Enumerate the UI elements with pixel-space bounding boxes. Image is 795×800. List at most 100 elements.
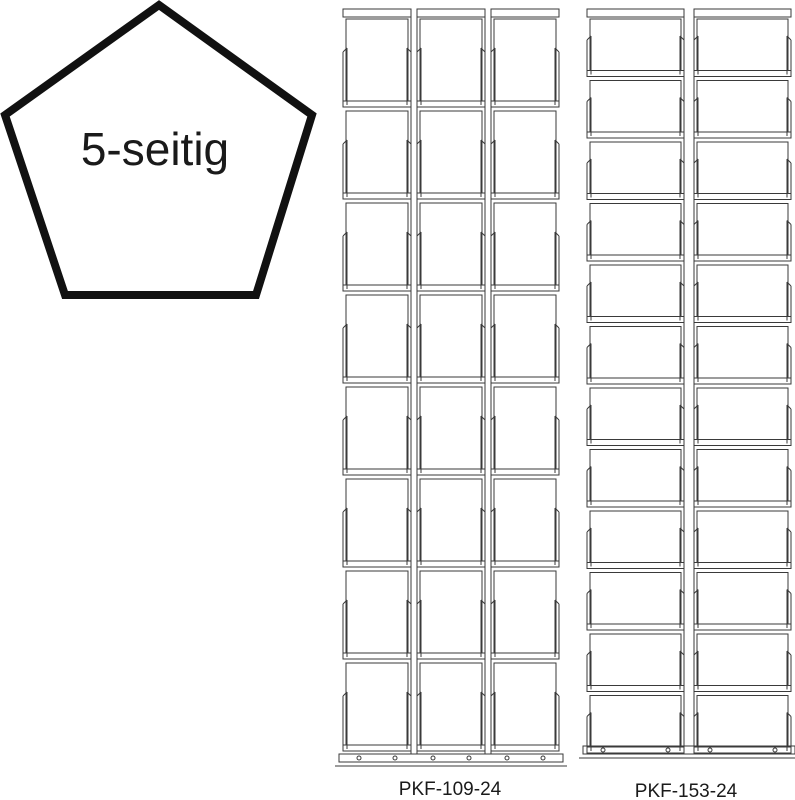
pocket-right-wall (480, 323, 486, 383)
pocket-back (589, 633, 682, 686)
pocket-front-lip (693, 193, 792, 200)
rack-pocket (490, 294, 560, 384)
rack-pocket (693, 141, 792, 200)
rack-base (582, 745, 795, 755)
rack-pocket (693, 633, 792, 692)
pocket-left-wall (342, 323, 348, 383)
pocket-right-wall (406, 507, 412, 567)
rack-pocket (586, 326, 685, 385)
rack-top-cap (490, 8, 560, 18)
pocket-right-wall (406, 691, 412, 751)
pocket-front-lip (490, 376, 560, 384)
pocket-back (589, 141, 682, 194)
pocket-front-lip (490, 468, 560, 476)
rack-pocket (416, 386, 486, 476)
rack-pocket (342, 478, 412, 568)
pocket-front-lip (586, 193, 685, 200)
rack-pocket (342, 202, 412, 292)
rack-pocket (490, 662, 560, 752)
rack-pocket (693, 572, 792, 631)
pocket-back (696, 141, 789, 194)
pocket-front-lip (342, 744, 412, 752)
pocket-back (493, 662, 557, 746)
pocket-left-wall (342, 139, 348, 199)
rack-pocket (416, 18, 486, 108)
pocket-right-wall (480, 691, 486, 751)
pocket-right-wall (554, 599, 560, 659)
rack-pocket (342, 18, 412, 108)
pocket-front-lip (693, 131, 792, 139)
pocket-back (493, 18, 557, 102)
pocket-front-lip (342, 192, 412, 200)
pocket-left-wall (416, 415, 422, 475)
pocket-left-wall (342, 507, 348, 567)
pocket-front-lip (693, 562, 792, 569)
pocket-left-wall (490, 507, 496, 567)
mount-hole (392, 755, 398, 761)
pocket-front-lip (416, 744, 486, 752)
rack-pocket (342, 570, 412, 660)
pocket-back (696, 203, 789, 256)
pocket-back (589, 264, 682, 317)
pocket-right-wall (554, 691, 560, 751)
pocket-left-wall (416, 139, 422, 199)
pocket-front-lip (693, 685, 792, 692)
mount-hole (430, 755, 436, 761)
pentagon-shape (0, 0, 317, 299)
pocket-left-wall (342, 231, 348, 291)
rack-pocket (416, 110, 486, 200)
pocket-left-wall (416, 323, 422, 383)
pocket-front-lip (586, 439, 685, 446)
mount-hole (504, 755, 510, 761)
rack-pocket (490, 18, 560, 108)
rack-top-cap (342, 8, 412, 18)
rack-pocket (693, 18, 792, 77)
pocket-front-lip (693, 500, 792, 508)
pocket-left-wall (342, 47, 348, 107)
pocket-back (419, 386, 483, 470)
pocket-back (419, 570, 483, 654)
rack-pocket (586, 633, 685, 692)
pocket-right-wall (406, 599, 412, 659)
pocket-left-wall (490, 599, 496, 659)
mount-hole (540, 755, 546, 761)
rack-pocket (586, 18, 685, 77)
pentagon-badge: 5-seitig (0, 0, 317, 299)
pocket-right-wall (480, 139, 486, 199)
pocket-front-lip (693, 623, 792, 631)
pocket-right-wall (480, 231, 486, 291)
pocket-back (589, 18, 682, 71)
pocket-back (696, 264, 789, 317)
rack-pocket (693, 449, 792, 508)
pocket-front-lip (416, 284, 486, 292)
rack-pocket (693, 326, 792, 385)
rack-pocket (693, 695, 792, 754)
pocket-front-lip (416, 100, 486, 108)
pocket-right-wall (554, 415, 560, 475)
pocket-front-lip (416, 652, 486, 660)
rack-top-cap (586, 8, 685, 18)
pocket-back (419, 662, 483, 746)
rack-pocket (586, 572, 685, 631)
pocket-right-wall (554, 507, 560, 567)
pocket-back (493, 202, 557, 286)
mount-hole (600, 747, 606, 753)
rack-pkf-153-24 (579, 8, 795, 759)
pocket-left-wall (490, 47, 496, 107)
rack-pocket (490, 570, 560, 660)
pocket-front-lip (342, 376, 412, 384)
pocket-back (493, 478, 557, 562)
pocket-front-lip (342, 284, 412, 292)
pocket-right-wall (480, 415, 486, 475)
pocket-back (419, 294, 483, 378)
rack-pocket (586, 449, 685, 508)
rack-pocket (416, 478, 486, 568)
pocket-left-wall (416, 47, 422, 107)
pocket-back (419, 18, 483, 102)
rack-pocket (342, 386, 412, 476)
pocket-front-lip (693, 377, 792, 385)
rack-pocket (693, 264, 792, 323)
pocket-right-wall (406, 47, 412, 107)
pocket-back (696, 695, 789, 748)
